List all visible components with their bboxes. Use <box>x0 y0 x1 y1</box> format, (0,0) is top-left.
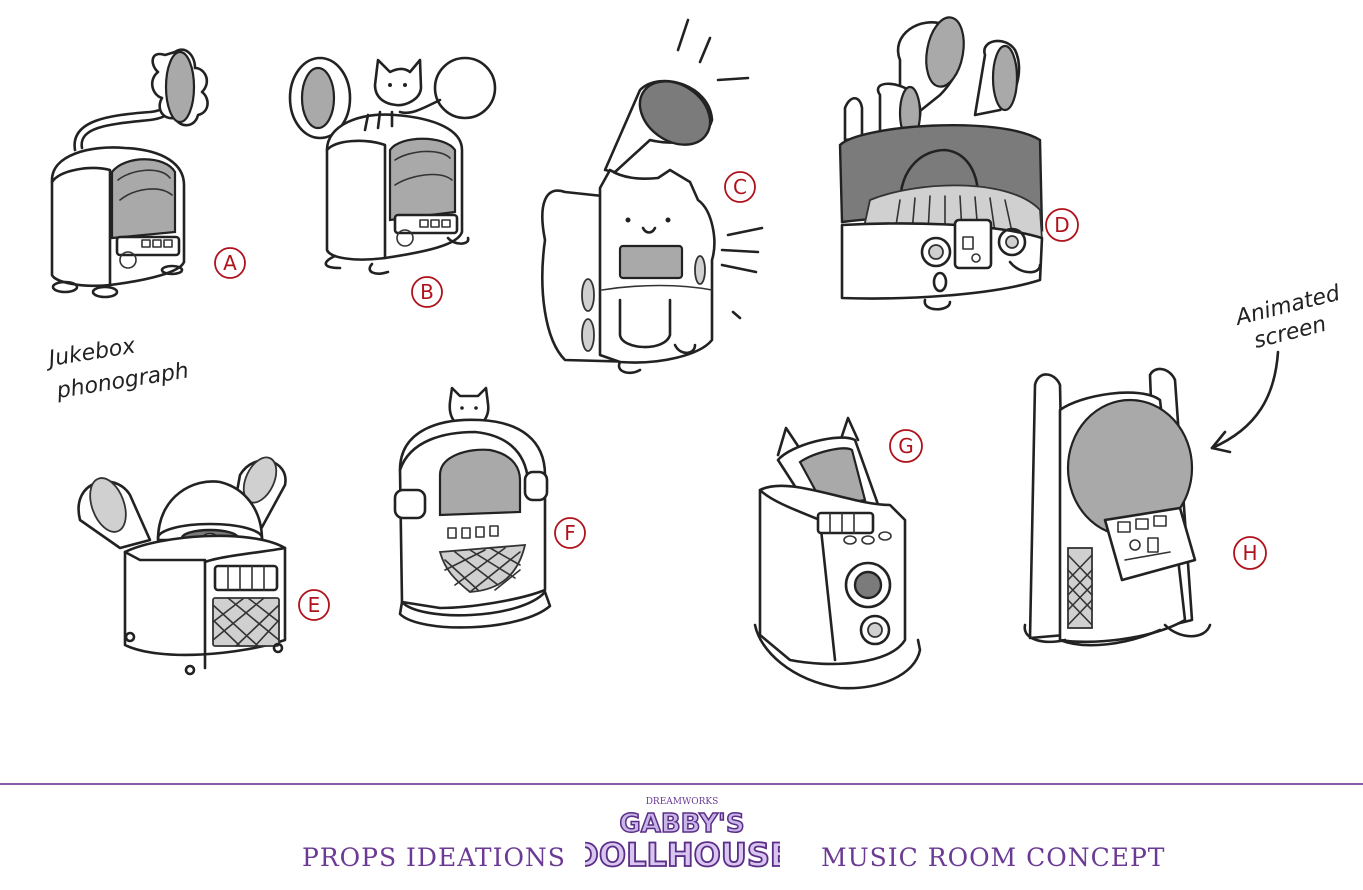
jukebox-sketch-d <box>838 16 1044 311</box>
jukebox-sketch-e <box>77 456 287 676</box>
jukebox-sketch-a <box>50 48 209 299</box>
note-jukebox: Jukebox <box>43 333 138 372</box>
option-label-b: B <box>411 276 443 308</box>
jukebox-sketch-g <box>753 416 922 690</box>
footer-music-room-concept: MUSIC ROOM CONCEPT <box>821 843 1166 872</box>
svg-text:A: A <box>223 251 237 275</box>
footer-props-ideations: PROPS IDEATIONS <box>302 843 566 872</box>
concept-sketch-sheet: A B C D E F G H Jukebox phonograph Anima… <box>43 16 1343 690</box>
svg-text:F: F <box>564 521 576 545</box>
svg-text:DREAMWORKS: DREAMWORKS <box>646 797 719 807</box>
footer-divider <box>0 783 1363 785</box>
svg-text:GABBY'S: GABBY'S <box>619 809 744 839</box>
svg-text:D: D <box>1054 213 1069 237</box>
jukebox-sketch-b <box>288 56 497 275</box>
svg-text:G: G <box>898 434 914 458</box>
svg-text:DOLLHOUSE: DOLLHOUSE <box>585 836 780 874</box>
svg-text:H: H <box>1242 541 1257 565</box>
option-label-a: A <box>214 247 246 279</box>
curved-arrow-icon <box>1210 350 1280 450</box>
option-label-g: G <box>889 429 923 463</box>
option-label-d: D <box>1045 208 1079 242</box>
option-label-f: F <box>554 517 586 549</box>
svg-text:B: B <box>420 280 434 304</box>
gabbys-dollhouse-logo: DREAMWORKS GABBY'S DOLLHOUSE <box>585 797 780 874</box>
option-label-c: C <box>724 171 756 203</box>
jukebox-sketch-h <box>1023 350 1280 647</box>
svg-text:E: E <box>308 593 321 617</box>
svg-text:C: C <box>733 175 747 199</box>
jukebox-sketch-f <box>393 386 552 629</box>
jukebox-sketch-c <box>541 18 764 375</box>
option-label-h: H <box>1233 536 1267 570</box>
option-label-e: E <box>298 589 330 621</box>
